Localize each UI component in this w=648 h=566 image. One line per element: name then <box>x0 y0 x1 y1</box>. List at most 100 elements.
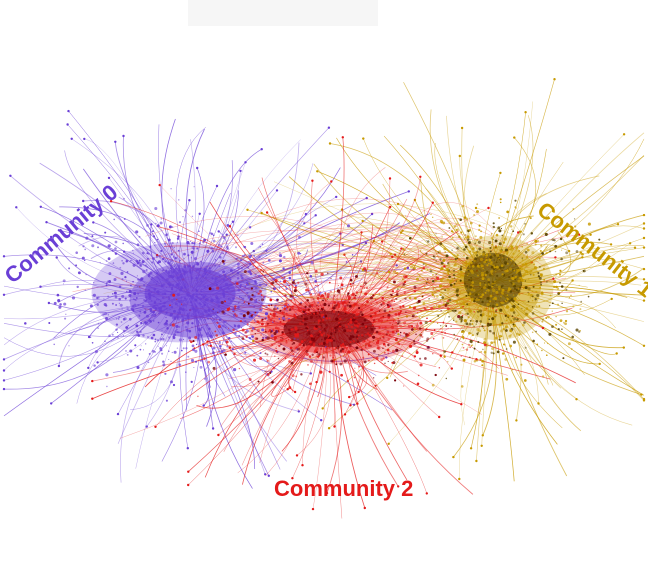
node-community-0 <box>221 324 225 328</box>
node-community-1 <box>483 253 486 256</box>
node-community-0 <box>237 324 241 328</box>
node-community-0 <box>169 380 174 384</box>
node-community-1 <box>491 273 493 275</box>
node-community-1 <box>431 274 434 276</box>
node-community-1 <box>517 287 520 290</box>
leaf-node-community-2 <box>438 415 441 419</box>
node-community-2 <box>338 291 341 294</box>
leaf-node-community-1 <box>575 398 578 401</box>
node-community-0 <box>250 254 253 257</box>
node-community-0 <box>186 316 190 320</box>
node-community-0 <box>59 303 62 306</box>
node-community-2 <box>413 340 416 343</box>
node-community-1 <box>532 285 535 288</box>
node-community-1 <box>436 322 439 324</box>
node-community-2 <box>305 332 309 336</box>
node-community-0 <box>160 292 162 294</box>
node-community-1 <box>485 270 489 274</box>
node-community-1 <box>537 271 540 275</box>
edge-community-2 <box>171 233 311 320</box>
node-community-2 <box>283 330 285 332</box>
node-community-2 <box>339 362 343 366</box>
node-community-0 <box>171 275 175 279</box>
node-community-1 <box>460 274 462 276</box>
node-community-0 <box>345 261 348 263</box>
node-community-2 <box>402 283 406 286</box>
node-community-0 <box>219 345 222 348</box>
node-community-2 <box>289 294 293 298</box>
node-community-0 <box>132 298 135 301</box>
node-community-0 <box>146 257 149 260</box>
node-community-2 <box>375 330 379 334</box>
node-community-2 <box>483 343 487 347</box>
edge-community-1 <box>497 288 624 349</box>
leaf-node-community-1 <box>408 306 412 309</box>
node-community-1 <box>480 230 483 233</box>
node-community-2 <box>235 314 238 317</box>
node-community-2 <box>284 294 287 297</box>
node-community-0 <box>142 349 145 351</box>
node-community-1 <box>531 306 534 308</box>
node-community-1 <box>437 314 440 317</box>
node-community-0 <box>147 292 151 296</box>
node-community-0 <box>162 360 165 363</box>
node-community-0 <box>93 281 95 284</box>
node-community-2 <box>290 361 294 365</box>
leaf-node-community-0 <box>188 199 191 202</box>
node-community-1 <box>466 303 469 306</box>
node-community-1 <box>505 307 507 309</box>
node-community-0 <box>270 334 274 338</box>
node-community-1 <box>518 280 520 282</box>
node-community-2 <box>305 344 308 347</box>
node-community-1 <box>579 308 582 311</box>
node-community-2 <box>351 311 353 313</box>
leaf-node-community-0 <box>87 335 91 339</box>
node-community-1 <box>442 221 446 225</box>
node-community-1 <box>478 228 481 231</box>
node-community-2 <box>259 357 263 360</box>
node-community-2 <box>215 334 219 337</box>
node-community-2 <box>413 342 416 345</box>
node-community-2 <box>181 303 183 305</box>
node-community-2 <box>426 278 429 281</box>
node-community-1 <box>489 250 492 253</box>
node-community-0 <box>176 311 179 314</box>
node-community-2 <box>357 322 360 325</box>
node-community-1 <box>525 307 529 310</box>
node-community-0 <box>192 348 195 352</box>
node-community-2 <box>317 308 320 310</box>
node-community-1 <box>478 247 482 251</box>
node-community-0 <box>160 249 163 252</box>
node-community-1 <box>485 261 488 263</box>
edge-community-1 <box>510 255 645 283</box>
node-community-1 <box>483 341 487 345</box>
node-community-1 <box>578 284 580 287</box>
node-community-1 <box>425 240 427 242</box>
node-community-1 <box>469 250 472 253</box>
node-community-2 <box>438 366 441 369</box>
node-community-1 <box>476 203 479 206</box>
node-community-0 <box>205 265 208 268</box>
node-community-2 <box>338 323 342 327</box>
node-community-0 <box>193 242 196 245</box>
node-community-1 <box>459 291 462 293</box>
node-community-2 <box>339 276 343 280</box>
node-community-2 <box>370 345 372 347</box>
node-community-2 <box>266 373 270 376</box>
node-community-0 <box>273 287 276 291</box>
node-community-1 <box>481 273 484 277</box>
node-community-0 <box>204 339 207 342</box>
node-community-1 <box>534 300 536 302</box>
top-faint-bar <box>188 0 378 26</box>
node-community-0 <box>200 326 203 329</box>
node-community-1 <box>468 265 471 268</box>
node-community-1 <box>408 236 412 240</box>
node-community-2 <box>291 374 295 378</box>
node-community-2 <box>445 325 448 327</box>
node-community-2 <box>373 327 376 330</box>
community-2-label: Community 2 <box>274 476 414 501</box>
node-community-2 <box>317 293 321 297</box>
node-community-2 <box>462 346 465 349</box>
node-community-2 <box>320 333 322 335</box>
node-community-1 <box>458 287 460 289</box>
